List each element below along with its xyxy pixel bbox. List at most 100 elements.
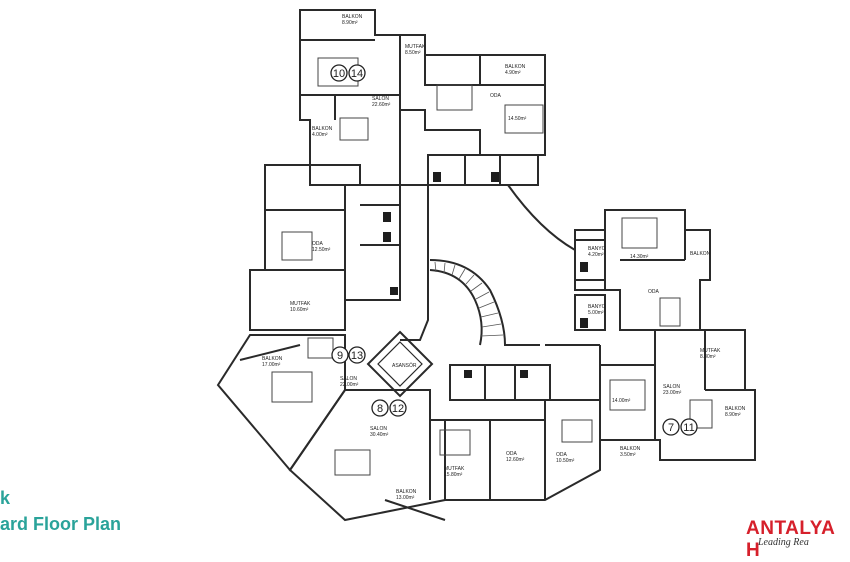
spiral-stair-outer — [429, 259, 540, 346]
banyo-block-2 — [574, 294, 606, 331]
room-label-line: SALON — [663, 384, 680, 390]
room-label-line: 10.60m² — [290, 307, 309, 313]
unit-number: 14 — [351, 68, 363, 80]
room-label: 14.00m² — [612, 398, 631, 404]
unit-marker-13: 13 — [348, 346, 366, 364]
room-label-line: ODA — [312, 241, 324, 247]
room-label: 14.30m² — [630, 254, 649, 260]
room-label-line: MUTFAK — [405, 44, 426, 50]
unit-marker-12: 12 — [389, 399, 407, 417]
spiral-stair-inner — [429, 269, 483, 346]
room-label-line: 10.50m² — [556, 458, 575, 464]
bathroom-block-top — [427, 154, 539, 186]
caption-line-1: k — [0, 488, 11, 508]
room-label-line: BALKON — [262, 356, 283, 362]
room-label-line: MUTFAK — [444, 466, 465, 472]
room-label-line: BANYO — [588, 246, 606, 252]
room-label-line: 8.80m² — [700, 354, 716, 360]
brand-tagline: Leading Rea — [758, 537, 809, 548]
lift-shaft — [366, 330, 434, 398]
room-label-line: BALKON — [342, 14, 363, 20]
furniture — [271, 57, 713, 476]
core-hall-outline — [400, 184, 429, 341]
room-label-line: BALKON — [396, 489, 417, 495]
room-label-line: 3.50m² — [620, 452, 636, 458]
room-label-line: 12.50m² — [312, 247, 331, 253]
wall — [384, 499, 446, 521]
room-label-line: 23.00m² — [663, 390, 682, 396]
room-label-line: 30.40m² — [370, 432, 389, 438]
wall — [239, 344, 301, 361]
bottom-middle-outline — [430, 399, 601, 501]
room-label-line: BALKON — [312, 126, 333, 132]
room-label-line: SALON — [370, 426, 387, 432]
unit-number: 10 — [333, 68, 345, 80]
apartment-10-14-outline — [299, 9, 546, 186]
room-label-line: 22.00m² — [340, 382, 359, 388]
room-label-line: MUTFAK — [290, 301, 311, 307]
banyo-block-1 — [574, 239, 606, 281]
room-label-line: BALKON — [505, 64, 526, 70]
fixtures — [383, 172, 588, 378]
unit-markers: 10 14 9 13 8 12 7 11 — [330, 64, 698, 436]
room-label-line: ODA — [556, 452, 568, 458]
caption-floor-plan: ard Floor Plan — [0, 514, 122, 534]
room-label: BALKON — [690, 251, 711, 257]
unit-marker-10: 10 — [330, 64, 348, 82]
room-label: ODA — [648, 289, 660, 295]
unit-number: 7 — [668, 422, 674, 434]
unit-number: 12 — [392, 403, 404, 415]
left-wing-outline — [249, 164, 401, 331]
bathroom-block-bottom — [449, 364, 551, 401]
room-label-line: 4.90m² — [505, 70, 521, 76]
room-label-line: BALKON — [620, 446, 641, 452]
stair-treads — [434, 261, 504, 337]
unit-number: 13 — [351, 350, 363, 362]
room-label: 14.50m² — [508, 116, 527, 122]
room-label-line: SALON — [340, 376, 357, 382]
unit-number: 8 — [377, 403, 383, 415]
apartment-8-12-outline — [288, 389, 446, 522]
unit-number: 11 — [683, 422, 694, 434]
unit-marker-11: 11 — [680, 418, 698, 436]
room-label-line: 5.00m² — [588, 310, 604, 316]
unit-marker-8: 8 — [371, 399, 389, 417]
room-label-line: SALON — [372, 96, 389, 102]
room-label-line: 22.60m² — [372, 102, 391, 108]
unit-number: 9 — [337, 350, 343, 362]
room-label-line: 8.90m² — [725, 412, 741, 418]
room-label: ODA — [490, 93, 502, 99]
room-label-line: 4.20m² — [588, 252, 604, 258]
unit-marker-7: 7 — [662, 418, 680, 436]
room-label-line: BALKON — [725, 406, 746, 412]
room-label-line: 8.50m² — [405, 50, 421, 56]
room-label-line: 17.00m² — [262, 362, 281, 368]
room-label-line: 13.00m² — [396, 495, 415, 501]
room-label-line: 4.00m² — [312, 132, 328, 138]
unit-marker-9: 9 — [331, 346, 349, 364]
room-label-line: 12.60m² — [506, 457, 525, 463]
apartment-7-11-outline — [599, 329, 756, 461]
room-label-line: 8.90m² — [342, 20, 358, 26]
unit-marker-14: 14 — [348, 64, 366, 82]
